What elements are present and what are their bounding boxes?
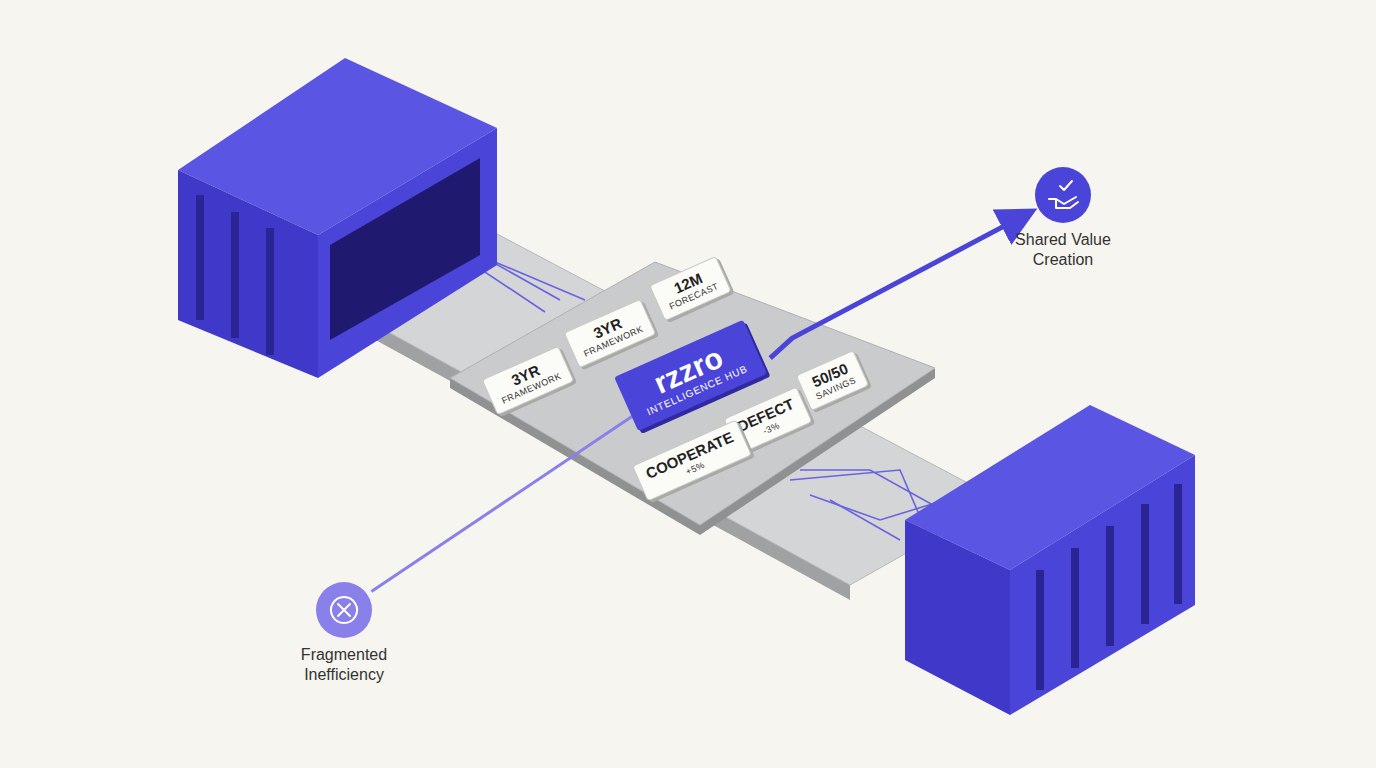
- left-container-side: [318, 128, 497, 378]
- leader-line: [371, 410, 641, 591]
- outcome-badge: Fragmented Inefficiency: [269, 581, 419, 685]
- right-container-ribs: [1040, 484, 1178, 690]
- left-container-ribs: [200, 195, 270, 355]
- left-container-front: [178, 170, 318, 378]
- cross-icon: [315, 581, 373, 639]
- outcome-label: Shared Value Creation: [988, 230, 1138, 270]
- left-container-opening: [330, 158, 480, 340]
- outcome-label: Fragmented Inefficiency: [269, 645, 419, 685]
- right-container-side: [1010, 455, 1195, 715]
- right-container-front: [905, 520, 1010, 715]
- outcome-badge: Shared Value Creation: [988, 166, 1138, 270]
- value-icon: [1034, 166, 1092, 224]
- flow-arrow: [770, 213, 1028, 358]
